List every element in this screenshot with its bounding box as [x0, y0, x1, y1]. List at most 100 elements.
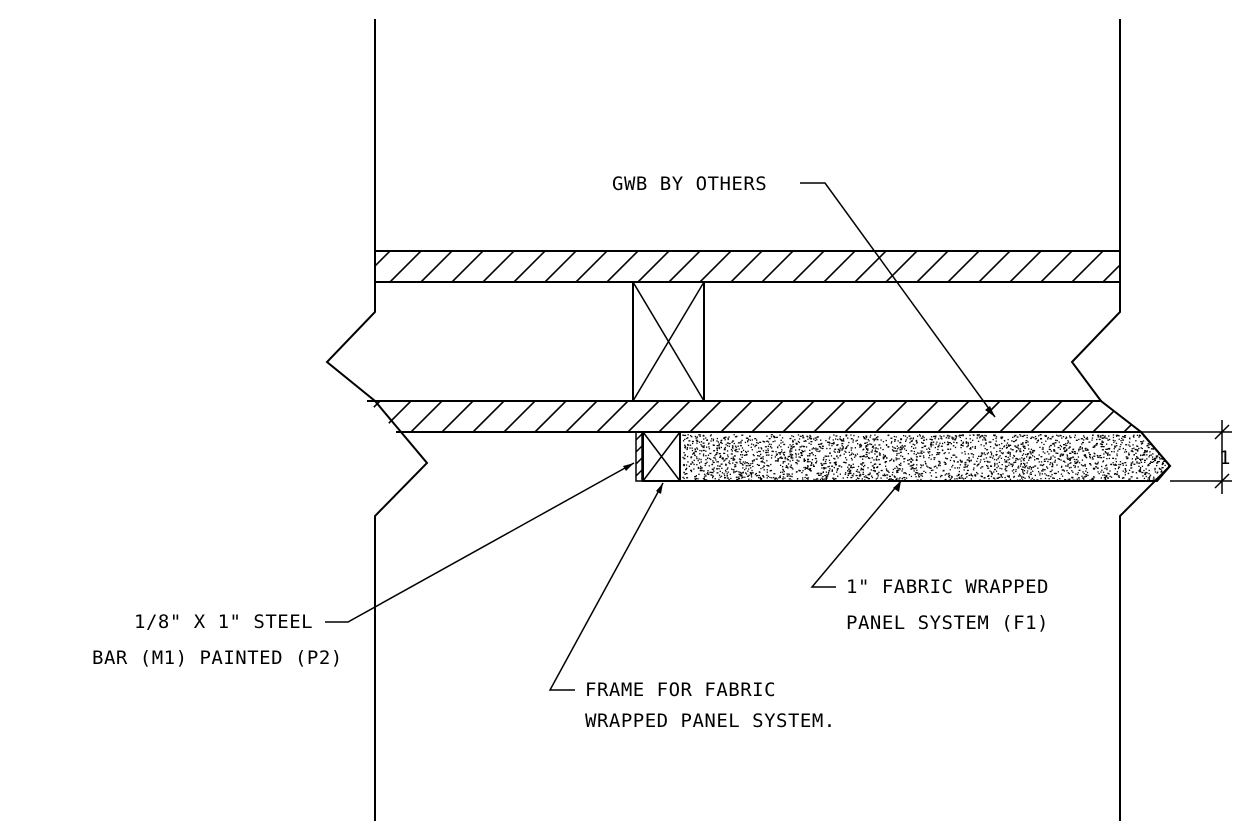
stipple-dot: [961, 452, 963, 454]
stipple-dot: [990, 441, 992, 443]
stipple-dot: [1104, 451, 1106, 453]
stipple-dot: [704, 475, 707, 477]
stipple-dot: [1158, 444, 1161, 447]
stipple-dot: [883, 475, 885, 477]
stipple-dot: [734, 464, 737, 466]
stipple-dot: [1136, 445, 1138, 447]
steel-label-line1: 1/8" X 1" STEEL: [134, 611, 313, 633]
stipple-dot: [927, 451, 929, 453]
stipple-dot: [740, 441, 742, 443]
stipple-dot: [1091, 439, 1093, 441]
stipple-dot: [745, 473, 748, 475]
stipple-dot: [969, 448, 971, 450]
stipple-dot: [766, 440, 769, 442]
stipple-dot: [1038, 461, 1040, 463]
stipple-dot: [1108, 473, 1110, 475]
stipple-dot: [903, 435, 905, 437]
stipple-dot: [756, 451, 758, 453]
stipple-dot: [708, 446, 710, 448]
stipple-dot: [811, 459, 814, 461]
stipple-dot: [970, 459, 972, 461]
stipple-dot: [1105, 465, 1107, 467]
stipple-dot: [756, 441, 758, 444]
stipple-dot: [996, 445, 998, 447]
stipple-dot: [718, 478, 720, 480]
stipple-dot: [1077, 460, 1079, 462]
stipple-dot: [1135, 458, 1137, 460]
stipple-dot: [1128, 478, 1130, 480]
stipple-dot: [728, 460, 731, 462]
stipple-dot: [848, 451, 850, 453]
stipple-dot: [944, 463, 946, 465]
stipple-dot: [1031, 452, 1034, 454]
stipple-dot: [1076, 461, 1079, 463]
stipple-dot: [938, 462, 941, 464]
stipple-dot: [922, 464, 924, 466]
stipple-dot: [872, 445, 874, 447]
stipple-dot: [1040, 478, 1042, 480]
stipple-dot: [1073, 452, 1076, 455]
stipple-dot: [877, 448, 879, 450]
stipple-dot: [696, 464, 698, 466]
stipple-dot: [846, 459, 848, 461]
stipple-dot: [742, 463, 744, 466]
stipple-dot: [989, 446, 992, 448]
stipple-dot: [1066, 448, 1068, 450]
stipple-dot: [1054, 459, 1056, 461]
stipple-dot: [926, 448, 928, 450]
stipple-dot: [1034, 474, 1036, 476]
stipple-dot: [929, 467, 932, 469]
stipple-dot: [825, 459, 827, 461]
stipple-dot: [699, 453, 701, 455]
stipple-dot: [1048, 446, 1051, 448]
stipple-dot: [1001, 464, 1003, 466]
stipple-dot: [1086, 448, 1089, 450]
stipple-dot: [1072, 456, 1074, 458]
stipple-dot: [1024, 463, 1026, 465]
stipple-dot: [1101, 434, 1104, 437]
stipple-dot: [1013, 461, 1015, 464]
stipple-dot: [1157, 455, 1159, 457]
stipple-dot: [738, 448, 740, 450]
stipple-dot: [816, 478, 818, 480]
stipple-dot: [1160, 436, 1162, 438]
stipple-dot: [1022, 471, 1024, 473]
stipple-dot: [919, 455, 922, 457]
stipple-dot: [1030, 471, 1032, 474]
stipple-dot: [992, 438, 994, 441]
stipple-dot: [1077, 466, 1079, 468]
stipple-dot: [971, 446, 974, 448]
stipple-dot: [919, 435, 921, 437]
stipple-dot: [884, 461, 886, 463]
stipple-dot: [1066, 437, 1068, 439]
stipple-dot: [807, 458, 810, 460]
stipple-dot: [1005, 467, 1007, 469]
stipple-dot: [980, 467, 982, 469]
stipple-dot: [809, 434, 811, 437]
stipple-dot: [1132, 435, 1135, 437]
stipple-dot: [1072, 449, 1074, 451]
stipple-dot: [978, 455, 980, 457]
stipple-dot: [795, 443, 797, 445]
stipple-dot: [1165, 475, 1167, 477]
stipple-dot: [918, 474, 920, 476]
stipple-dot: [960, 444, 963, 446]
stipple-dot: [804, 476, 806, 479]
stipple-dot: [760, 479, 762, 481]
stipple-dot: [847, 466, 849, 468]
stipple-dot: [817, 478, 819, 480]
stipple-dot: [972, 439, 974, 441]
stipple-dot: [935, 472, 937, 474]
stipple-dot: [1052, 455, 1054, 457]
stipple-dot: [1030, 468, 1032, 470]
stipple-dot: [775, 436, 777, 439]
stipple-dot: [1138, 462, 1141, 464]
stipple-dot: [1029, 450, 1031, 453]
stipple-dot: [988, 441, 991, 443]
stipple-dot: [1149, 451, 1151, 453]
stipple-dot: [936, 453, 938, 456]
stipple-dot: [1120, 443, 1122, 446]
stipple-dot: [943, 461, 945, 463]
stipple-dot: [721, 457, 723, 460]
stipple-dot: [1126, 457, 1129, 460]
